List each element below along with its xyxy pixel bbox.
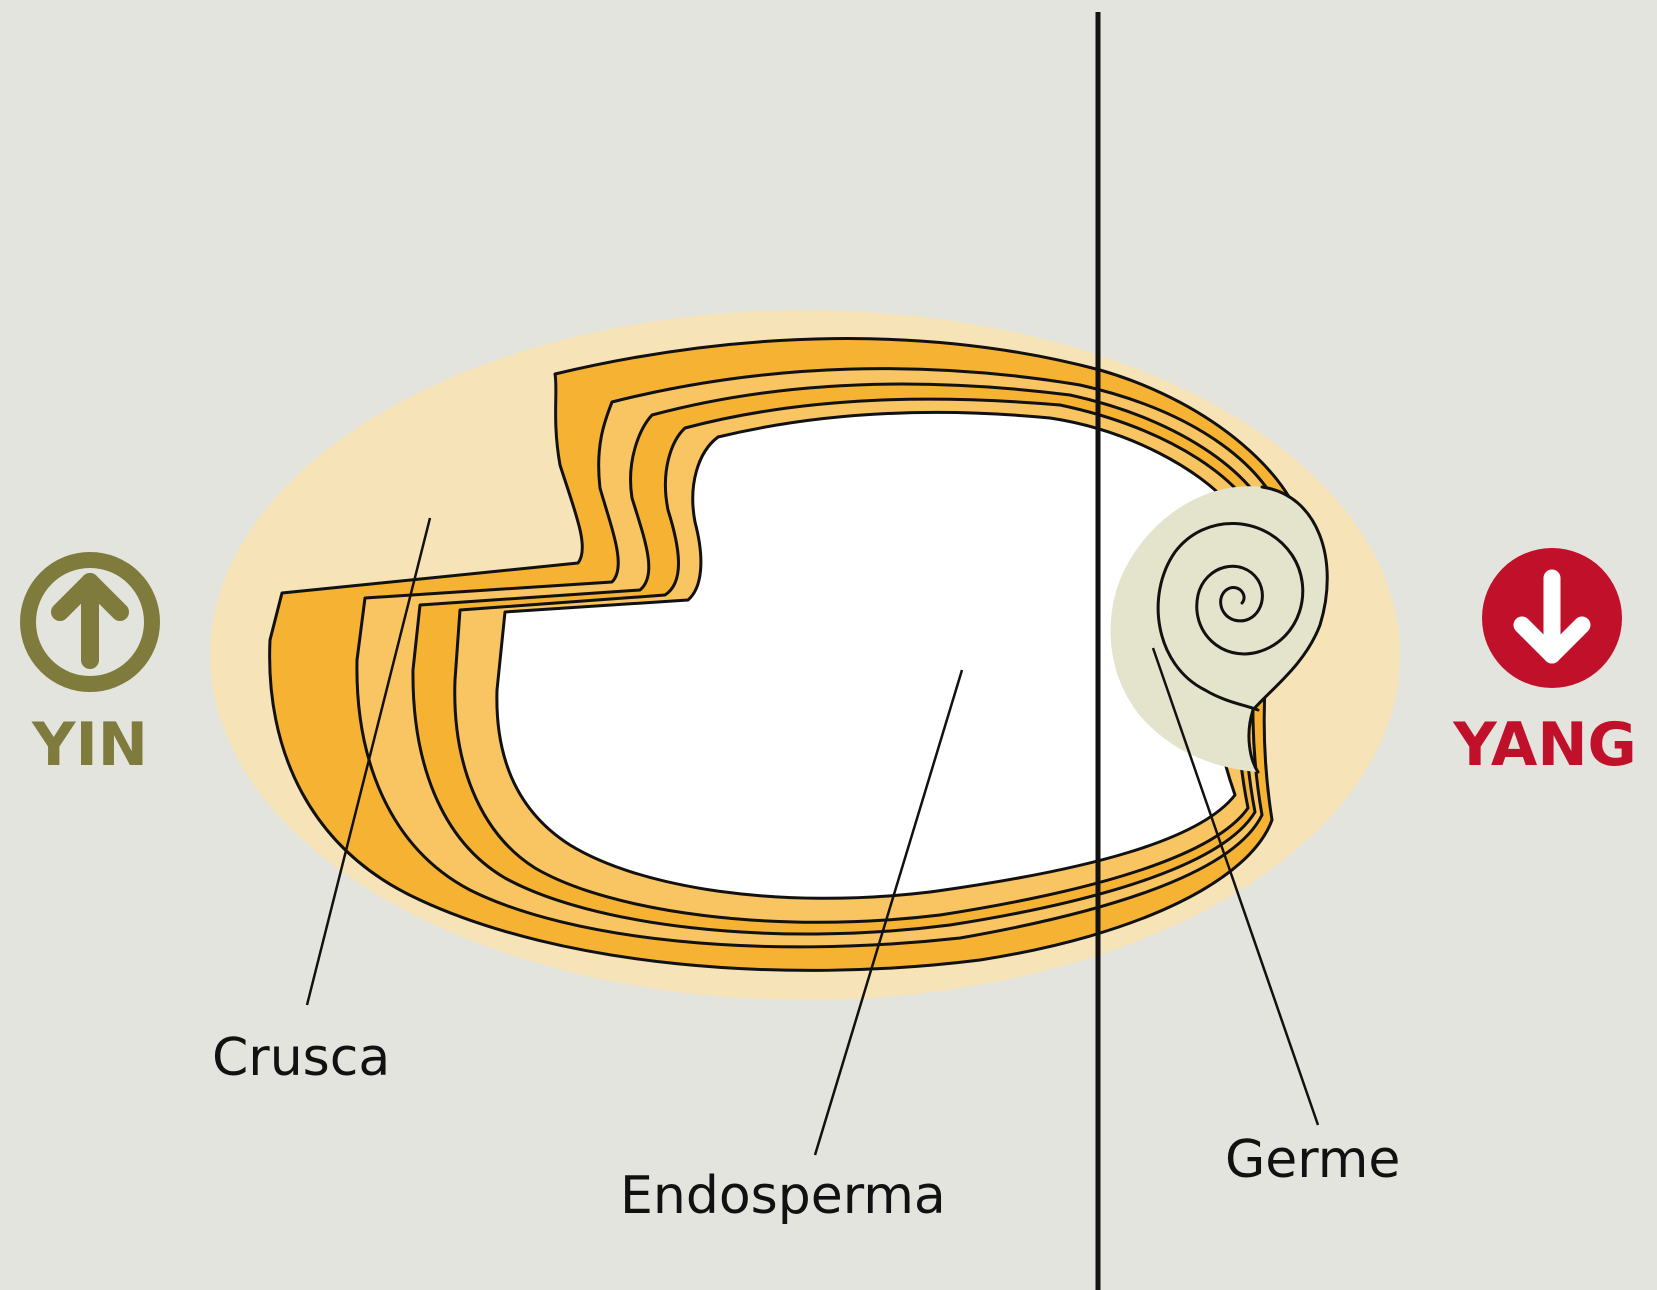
endosperm-label: Endosperma [620, 1166, 946, 1226]
up-arrow-icon [60, 582, 120, 660]
germ-label: Germe [1225, 1130, 1400, 1190]
yang-indicator: YANG [1452, 548, 1637, 780]
bran-label: Crusca [212, 1028, 390, 1088]
yin-indicator: YIN [28, 560, 152, 780]
yin-label: YIN [31, 710, 148, 780]
yang-label: YANG [1452, 710, 1637, 780]
